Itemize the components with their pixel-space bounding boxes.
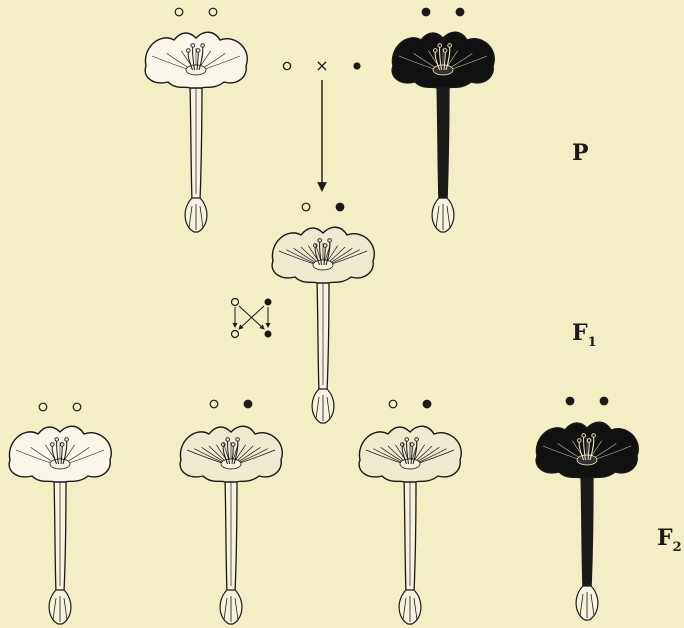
allele-pair-f2-red (566, 397, 608, 405)
flower-throat (400, 459, 420, 469)
generation-label-p: P (572, 140, 589, 166)
parent-cross-red-marker (353, 62, 360, 69)
flower-throat (221, 459, 241, 469)
gamete-red-top (265, 299, 272, 306)
flower-f2-pink-b (359, 426, 461, 624)
gamete-white-top (232, 299, 239, 306)
flower-f2-white (9, 426, 111, 624)
allele-white-marker (210, 400, 218, 408)
allele-red-marker (600, 397, 608, 405)
cross-symbol: × (315, 56, 328, 75)
allele-pair-p-white (175, 8, 217, 16)
flower-tube (437, 84, 449, 200)
flower-f1-pink (272, 227, 374, 423)
allele-red-marker (566, 397, 574, 405)
flower-throat (186, 65, 206, 75)
allele-red-marker (336, 203, 344, 211)
allele-red-marker (422, 8, 430, 16)
allele-white-marker (389, 400, 397, 408)
self-cross-diagram (232, 299, 272, 338)
allele-pair-p-red (422, 8, 464, 16)
allele-white-marker (209, 8, 217, 16)
allele-red-marker (456, 8, 464, 16)
allele-white-marker (302, 203, 310, 211)
flowers (9, 32, 638, 624)
flower-p-red (392, 32, 494, 232)
allele-pair-f1-pink (302, 203, 344, 211)
allele-red-marker (423, 400, 431, 408)
parent-cross-white-marker (283, 62, 290, 69)
flower-throat (577, 455, 597, 465)
flower-tube (581, 474, 593, 588)
flower-f2-pink-a (180, 426, 282, 624)
flower-throat (433, 65, 453, 75)
parent-cross: × (283, 56, 360, 190)
generation-label-f1: F1 (572, 320, 597, 350)
allele-pair-f2-white (39, 403, 81, 411)
allele-white-marker (39, 403, 47, 411)
flower-p-white (145, 32, 247, 232)
flower-throat (50, 459, 70, 469)
flower-throat (313, 260, 333, 270)
allele-red-marker (244, 400, 252, 408)
allele-white-marker (175, 8, 183, 16)
allele-white-marker (73, 403, 81, 411)
gamete-red-bottom (265, 331, 272, 338)
allele-pair-f2-pink-a (210, 400, 252, 408)
allele-pair-f2-pink-b (389, 400, 431, 408)
generation-label-f2: F2 (657, 525, 682, 555)
flower-f2-red (536, 422, 638, 620)
gamete-white-bottom (232, 331, 239, 338)
